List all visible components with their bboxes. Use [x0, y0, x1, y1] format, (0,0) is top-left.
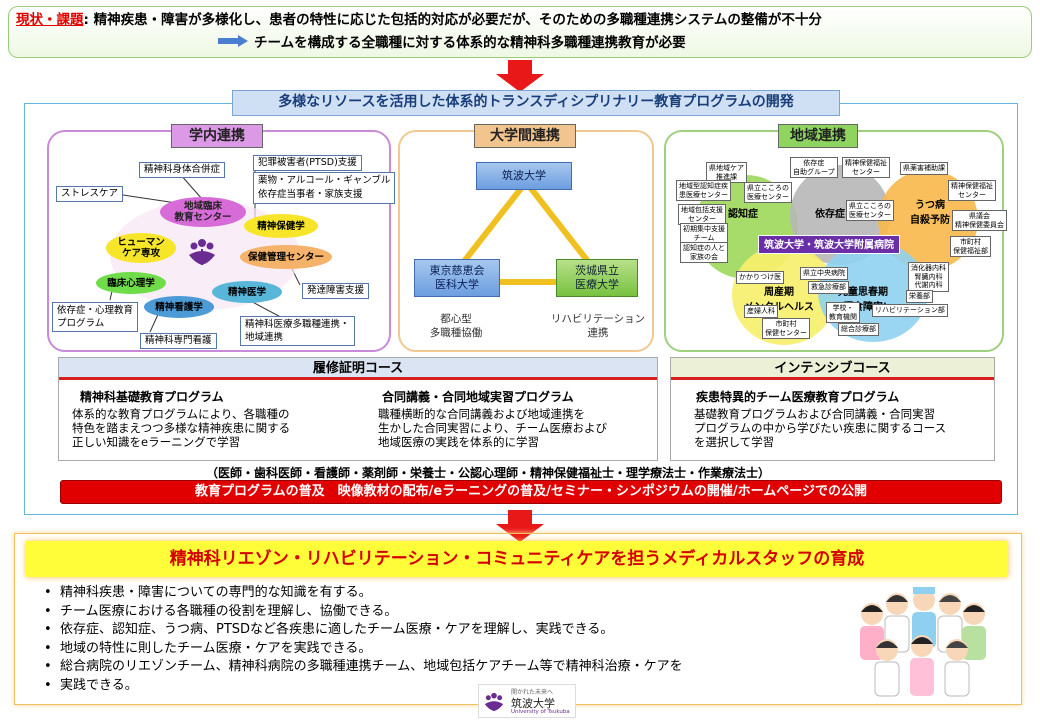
label-ptsd-support: 犯罪被害者(PTSD)支援: [253, 155, 362, 171]
region-tag: 市町村保健福祉部: [950, 236, 991, 257]
problem-line-1: 現状・課題: 精神疾患・障害が多様化し、患者の特性に応じた包括的対応が必要だが、…: [16, 8, 822, 28]
label-multidisciplinary-line1: 精神科医療多職種連携・: [245, 319, 350, 330]
goal-item-continuation: 実践できる。: [42, 677, 842, 696]
ibaraki-box: 茨城県立医療大学: [556, 259, 638, 297]
region-tag: 市町村保健センター: [762, 318, 810, 339]
goal-item: 依存症、認知症、うつ病、PTSDなど各疾患に適したチーム医療・ケアを理解し、実践…: [42, 621, 842, 640]
problem-text: : 精神疾患・障害が多様化し、患者の特性に応じた包括的対応が必要だが、そのための…: [83, 12, 822, 28]
label-perinatal: 周産期メンタルヘルス: [744, 287, 814, 313]
logo-name-ja: 筑波大学: [511, 697, 555, 710]
region-panel-title: 地域連携: [778, 124, 858, 148]
medical-staff-illustration: [860, 587, 986, 697]
oval-psychiatric-nursing-science: 精神看護学: [144, 296, 214, 318]
intra-panel-title: 学内連携: [171, 124, 263, 148]
inter-triangle: [441, 177, 611, 285]
paulownia-crest-icon: [189, 239, 215, 265]
label-developmental-support: 発達障害支援: [302, 283, 370, 299]
oval-mental-health: 精神保健学: [244, 214, 318, 238]
oval-clinical-psychology: 臨床心理学: [96, 272, 166, 294]
label-physical-comorbidity: 精神科身体合併症: [139, 162, 226, 178]
region-tag: 産婦人科: [744, 305, 778, 318]
paulownia-logo-icon: [484, 692, 504, 712]
basic-program-title: 精神科基礎教育プログラム: [80, 390, 224, 404]
region-tag: 地域型認知症疾患医療センター: [676, 180, 731, 201]
label-addiction-line2: 依存症当事者・家族支援: [258, 189, 363, 200]
label-child: 児童思春期(摂食障害): [838, 287, 888, 313]
disease-program-title: 疾患特異的チーム医療教育プログラム: [696, 390, 900, 404]
certificate-course: 履修証明コース: [58, 357, 658, 461]
region-tag: 学校・教育機関: [826, 302, 860, 323]
disease-program-body: 基礎教育プログラムおよび合同講義・合同実習プログラムの中から学びたい疾患に関する…: [694, 407, 947, 449]
needs-text: チームを構成する全職種に対する体系的な精神科多職種連携教育が必要: [254, 35, 686, 51]
region-tag: かかりつけ医: [736, 271, 785, 284]
jikei-box: 東京慈恵会医科大学: [414, 259, 500, 297]
goal-item: チーム医療における各職種の役割を理解し、協働できる。: [42, 603, 842, 622]
program-banner: 多様なリソースを活用した体系的トランスディシプリナリー教育プログラムの開発: [232, 90, 840, 116]
label-psychiatric-nursing: 精神科専門看護: [140, 333, 217, 349]
region-tag: 総合診療部: [838, 323, 879, 336]
problem-label: 現状・課題: [16, 12, 84, 28]
oval-regional-clinical-center: 地域臨床教育センター: [160, 197, 246, 227]
intensive-course: インテンシブコース: [670, 357, 995, 461]
region-tag: 認知症の人と家族の会: [680, 242, 728, 263]
label-addiction: 依存症: [815, 209, 845, 220]
inter-panel-title: 大学間連携: [474, 124, 576, 148]
label-psychoeducation-line2: プログラム: [57, 318, 105, 329]
problem-line-2: チームを構成する全職種に対する体系的な精神科多職種連携教育が必要: [218, 31, 686, 51]
problem-box: [8, 6, 1032, 58]
oval-psychiatry: 精神医学: [212, 281, 282, 303]
label-multidisciplinary: 精神科医療多職種連携・ 地域連携: [240, 316, 355, 346]
note-rehab: リハビリテーション連携: [550, 313, 646, 339]
region-tag: 県立こころの医療センター: [846, 200, 894, 221]
region-tag: 栄養部: [906, 290, 933, 303]
label-psychoeducation-line1: 依存症・心理教育: [57, 305, 134, 316]
label-stress-care: ストレスケア: [56, 186, 124, 202]
goal-item: 地域の特性に則したチーム医療・ケアを実践できる。: [42, 640, 842, 659]
label-multidisciplinary-line2: 地域連携: [245, 332, 284, 343]
label-depression: うつ病自殺予防: [910, 200, 950, 226]
region-tag: 救急診療部: [808, 281, 849, 294]
goal-item: 総合病院のリエゾンチーム、精神科病院の多職種連携チーム、地域包括ケアチーム等で精…: [42, 658, 842, 677]
region-tag: 地域包括支援センター: [678, 204, 726, 225]
joint-program-body: 職種横断的な合同講義および地域連携を生かした合同実習により、チーム医療および地域…: [378, 407, 607, 449]
region-tag: 精神保健福祉センター: [842, 157, 890, 178]
label-psychoeducation: 依存症・心理教育 プログラム: [52, 302, 139, 332]
oval-health-center: 保健管理センター: [240, 245, 332, 269]
goal-list: 精神科疾患・障害についての専門的な知識を有する。 チーム医療における各職種の役割…: [42, 584, 842, 695]
label-addiction-support: 薬物・アルコール・ギャンブル 依存症当事者・家族支援: [253, 172, 396, 204]
joint-program-title: 合同講義・合同地域実習プログラム: [382, 390, 574, 404]
label-addiction-line1: 薬物・アルコール・ギャンブル: [258, 175, 391, 186]
note-urban: 都心型多職種協働: [429, 313, 483, 339]
occupations-list: （医師・歯科医師・看護師・薬剤師・栄養士・公認心理師・精神保健福祉士・理学療法士…: [206, 466, 771, 480]
right-arrow-icon: [218, 35, 248, 47]
goal-item: 精神科疾患・障害についての専門的な知識を有する。: [42, 584, 842, 603]
tsukuba-logo: 開かれた未来へ 筑波大学 University of Tsukuba: [478, 684, 576, 718]
region-tag: 県立こころの医療センター: [744, 182, 792, 203]
region-tag: 県議会精神保健委員会: [952, 210, 1007, 231]
dissemination-banner: 教育プログラムの普及 映像教材の配布/eラーニングの普及/セミナー・シンポジウム…: [60, 480, 1002, 504]
region-tag: 初期集中支援チーム: [680, 223, 728, 244]
goal-title: 精神科リエゾン・リハビリテーション・コミュニティケアを担うメディカルスタッフの育…: [26, 541, 1008, 577]
label-dementia: 認知症: [728, 209, 758, 220]
region-tag: 依存症自助グループ: [790, 157, 838, 178]
region-tag: 県立中央病院: [800, 267, 848, 280]
intensive-course-title: インテンシブコース: [671, 358, 994, 380]
region-tag: リハビリテーション部: [872, 304, 948, 317]
region-tag: 精神保健福祉センター: [948, 180, 996, 201]
oval-human-care: ヒューマンケア専攻: [106, 233, 176, 263]
region-tag: 県薬害補助課: [900, 162, 948, 175]
tsukuba-box: 筑波大学: [476, 162, 572, 190]
basic-program-body: 体系的な教育プログラムにより、各職種の特色を踏まえつつ多様な精神疾患に関する正し…: [72, 407, 291, 449]
hospital-banner: 筑波大学・筑波大学附属病院: [758, 235, 900, 254]
certificate-course-title: 履修証明コース: [59, 358, 657, 380]
logo-name-en: University of Tsukuba: [511, 709, 570, 715]
logo-tagline: 開かれた未来へ: [511, 689, 554, 696]
region-tag: 消化器内科腎臓内科代謝内科: [908, 262, 949, 292]
